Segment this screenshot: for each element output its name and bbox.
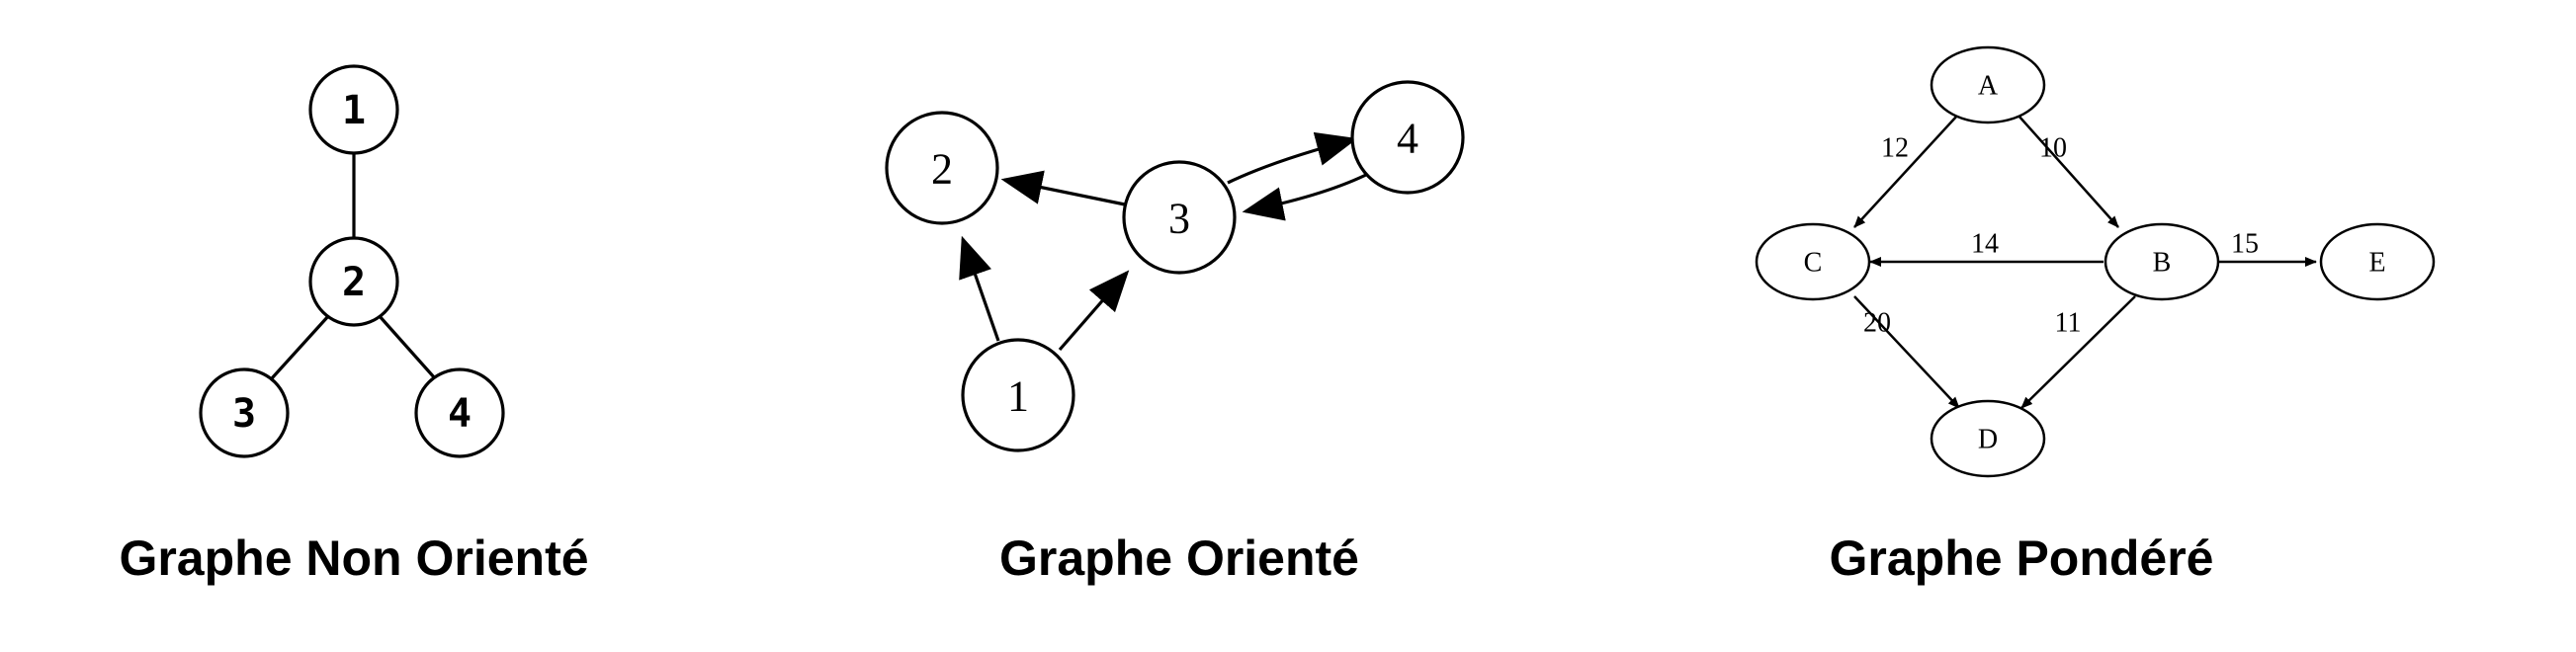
graph-title: Graphe Orienté	[999, 530, 1359, 586]
edge-c-to-d	[1853, 295, 1960, 409]
node-label: 2	[342, 260, 366, 305]
node-label: 3	[232, 391, 256, 437]
weight-b-e: 15	[2231, 229, 2259, 260]
edge-2-4	[377, 313, 437, 380]
node-label: A	[1978, 71, 1999, 102]
node-3: 3	[1122, 160, 1237, 275]
node-label: 2	[931, 145, 953, 194]
edge-4-to-3	[1242, 171, 1371, 221]
node-label: B	[2153, 248, 2172, 279]
node-label: 4	[448, 391, 472, 437]
node-label: C	[1804, 248, 1823, 279]
weight-b-c: 14	[1971, 229, 1999, 260]
node-label: 1	[1007, 372, 1029, 421]
edge-3-to-4	[1227, 131, 1358, 185]
node-c: C	[1755, 222, 1871, 301]
directed-graph: 2 3 4 1 Graphe Orienté	[885, 80, 1465, 586]
weighted-graph: A C B E D 12 10 14 15 20 11 Graphe Pondé…	[1755, 45, 2436, 586]
graph-title: Graphe Non Orienté	[119, 530, 588, 586]
edge-a-to-c	[1853, 115, 1958, 228]
edge-1-to-3	[1058, 270, 1130, 352]
node-3: 3	[199, 367, 290, 458]
node-1: 1	[308, 64, 399, 155]
edge-a-to-b	[2018, 115, 2119, 228]
node-2: 2	[308, 236, 399, 327]
node-label: 1	[342, 88, 366, 133]
node-2: 2	[885, 111, 999, 225]
node-label: D	[1978, 425, 1998, 455]
node-4: 4	[1350, 80, 1465, 195]
node-a: A	[1930, 45, 2046, 124]
weight-c-d: 20	[1863, 308, 1891, 339]
edge-1-to-2	[959, 235, 1000, 342]
node-label: 3	[1168, 195, 1190, 243]
undirected-graph: 1 2 3 4 Graphe Non Orienté	[119, 64, 589, 586]
weight-a-b: 10	[2039, 133, 2067, 164]
node-label: 4	[1397, 115, 1418, 163]
edge-b-to-d	[2020, 295, 2136, 409]
graph-title: Graphe Pondéré	[1830, 530, 2214, 586]
node-1: 1	[961, 338, 1075, 452]
node-e: E	[2319, 222, 2436, 301]
weight-b-d: 11	[2055, 308, 2082, 339]
node-label: E	[2368, 248, 2385, 279]
edge-2-3	[270, 313, 331, 380]
node-4: 4	[414, 367, 505, 458]
node-b: B	[2104, 222, 2220, 301]
edge-3-to-2	[1000, 170, 1126, 206]
node-d: D	[1930, 399, 2046, 478]
weight-a-c: 12	[1881, 133, 1909, 164]
